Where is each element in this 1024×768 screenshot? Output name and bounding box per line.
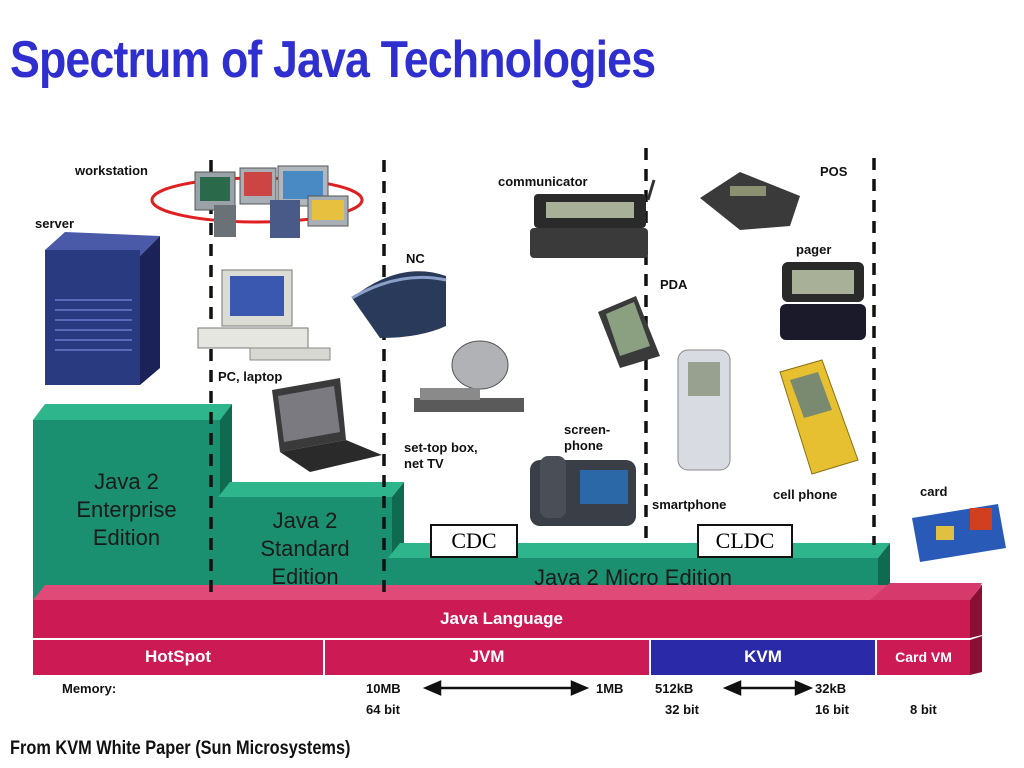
label-workstation: workstation — [75, 163, 148, 178]
label-server: server — [35, 216, 75, 231]
workstation-image — [150, 165, 364, 238]
standard-edition-label: Java 2 Standard Edition — [218, 507, 392, 591]
memory-512kb: 512kB — [655, 681, 694, 696]
hotspot-label: HotSpot — [144, 647, 212, 666]
enterprise-line-3: Edition — [92, 525, 161, 550]
memory-32bit: 32 bit — [665, 702, 699, 717]
java-language-bar — [33, 583, 982, 638]
server-image — [45, 232, 160, 385]
kvm-label: KVM — [744, 647, 782, 666]
java-language-label: Java Language — [440, 609, 563, 628]
standard-line-1: Java 2 — [272, 508, 338, 533]
communicator-image — [530, 179, 656, 258]
vm-bar — [33, 636, 982, 675]
memory-1mb: 1MB — [596, 681, 624, 696]
cardvm-label: Card VM — [895, 649, 952, 665]
nc-image — [351, 271, 447, 338]
label-nc: NC — [406, 251, 425, 266]
memory-64bit: 64 bit — [366, 702, 400, 717]
memory-label: Memory: — [62, 681, 117, 696]
standard-line-2: Standard — [260, 536, 350, 561]
card-image — [912, 504, 1006, 562]
label-net-tv: net TV — [404, 456, 444, 471]
label-smartphone: smartphone — [652, 497, 727, 512]
laptop-image — [272, 378, 382, 472]
cdc-box: CDC — [430, 524, 518, 558]
label-card: card — [920, 484, 948, 499]
memory-16bit: 16 bit — [815, 702, 849, 717]
label-pda: PDA — [660, 277, 688, 292]
set-top-box-image — [414, 340, 524, 412]
jvm-label: JVM — [469, 647, 505, 666]
label-pager: pager — [796, 242, 832, 257]
pda-image — [598, 296, 660, 368]
label-cell-phone: cell phone — [773, 487, 838, 502]
pc-image — [197, 269, 331, 361]
label-pc-laptop: PC, laptop — [218, 369, 283, 384]
standard-line-3: Edition — [271, 564, 339, 589]
memory-8bit: 8 bit — [910, 702, 937, 717]
label-communicator: communicator — [498, 174, 588, 189]
memory-10mb: 10MB — [366, 681, 401, 696]
enterprise-edition-label: Java 2 Enterprise Edition — [33, 468, 220, 552]
pos-image — [700, 172, 800, 230]
enterprise-edition-block — [33, 404, 232, 600]
smartphone-image — [677, 349, 731, 471]
source-caption: From KVM White Paper (Sun Microsystems) — [10, 738, 351, 759]
memory-arrows — [422, 680, 814, 696]
label-screenphone-2: phone — [564, 438, 603, 453]
micro-edition-label: Java 2 Micro Edition — [533, 565, 733, 590]
label-screenphone-1: screen- — [564, 422, 611, 437]
screenphone-image — [530, 456, 636, 526]
enterprise-line-1: Java 2 — [94, 469, 159, 494]
cldc-box: CLDC — [697, 524, 793, 558]
label-set-top-box: set-top box, — [404, 440, 478, 455]
page-title: Spectrum of Java Technologies — [10, 31, 656, 89]
memory-32kb: 32kB — [815, 681, 847, 696]
enterprise-line-2: Enterprise — [76, 497, 177, 522]
pager-image — [780, 262, 866, 340]
label-pos: POS — [820, 164, 848, 179]
cell-phone-image — [779, 359, 859, 475]
